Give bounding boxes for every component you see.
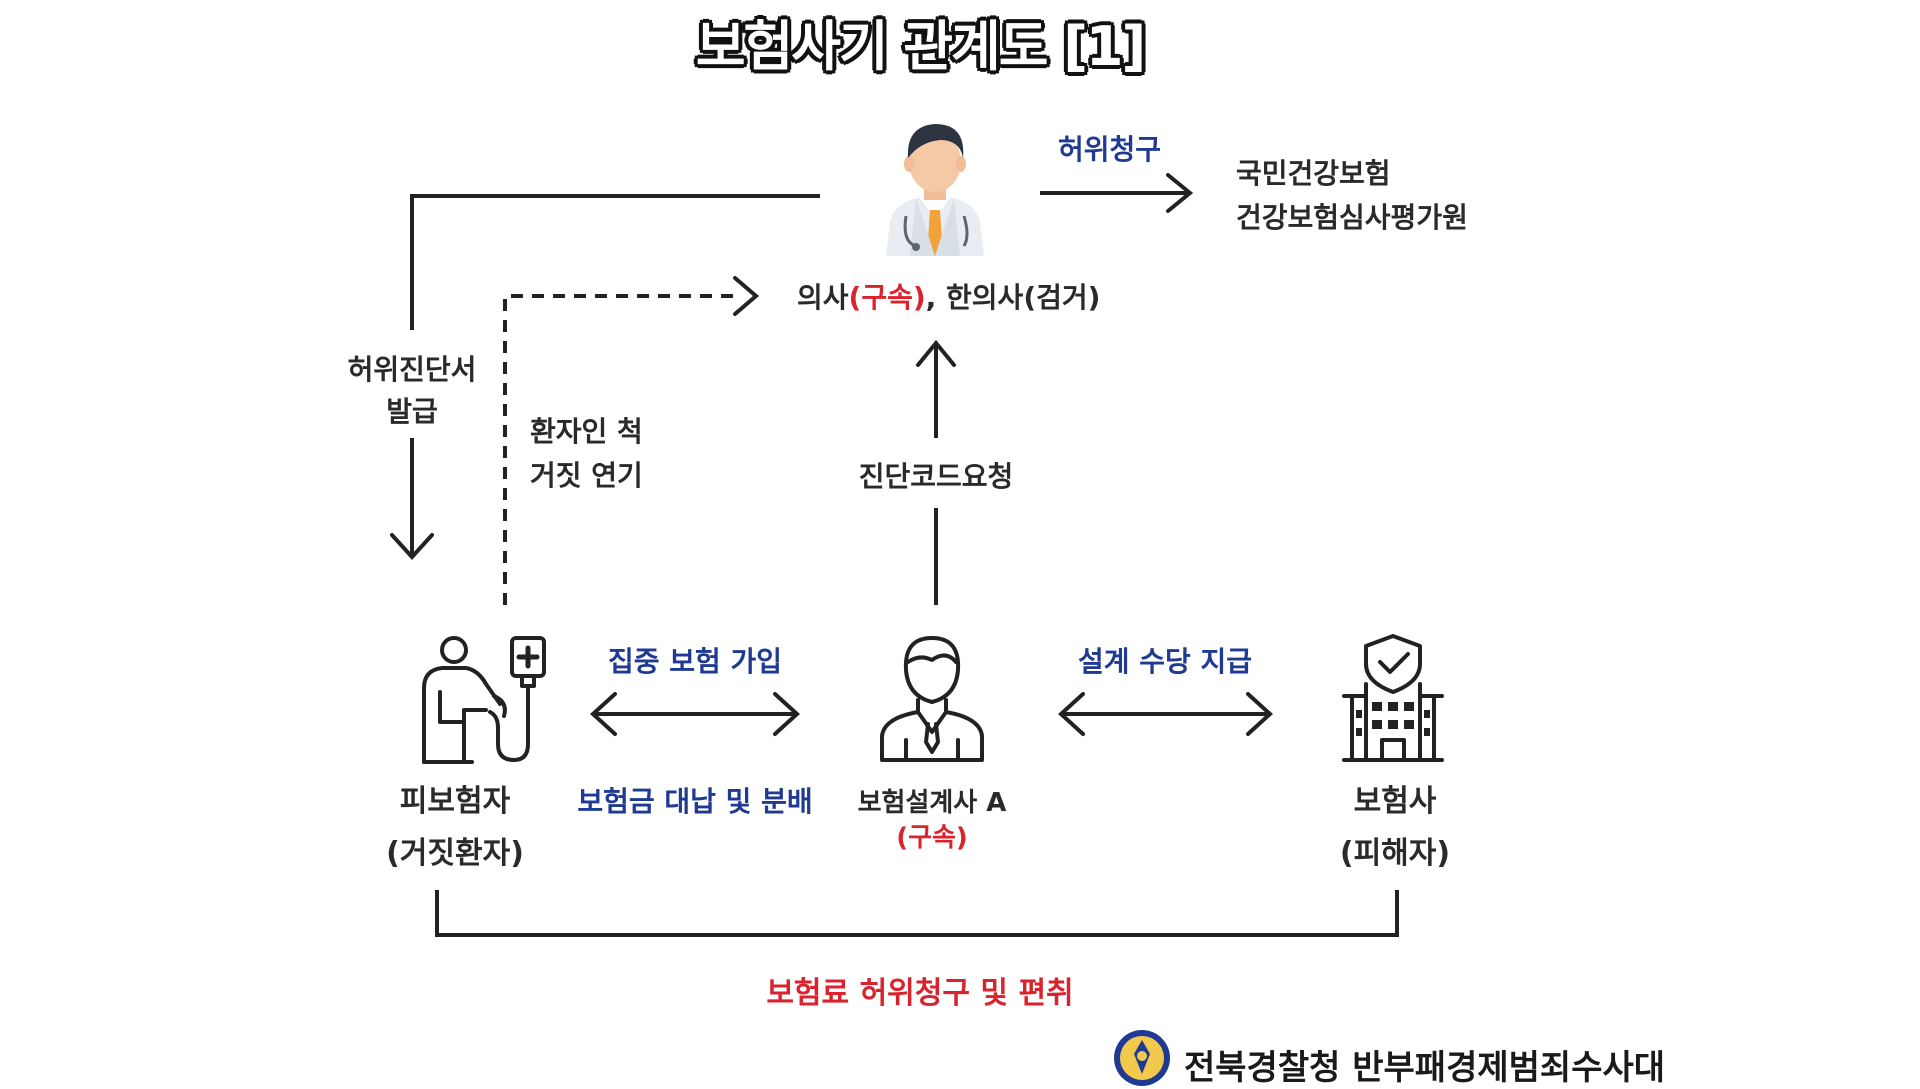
fake-diagnosis-arrowhead (390, 533, 434, 560)
insured-line1: 피보험자 (399, 784, 511, 819)
false-claim-target-nhis: 국민건강보험 (1236, 157, 1391, 190)
planner-arrested-tag: (구속) (896, 823, 968, 853)
patient-iv-icon (422, 636, 546, 764)
insurer-line1: 보험사 (1353, 784, 1437, 819)
false-claim-label: 허위청구 (1058, 133, 1162, 166)
police-emblem-icon (1114, 1030, 1170, 1086)
fake-act-line1: 환자인 척 (530, 415, 643, 448)
fake-act-dashed-line (503, 294, 740, 605)
false-claim-target-hira: 건강보험심사평가원 (1236, 201, 1468, 234)
fake-diagnosis-label: 허위진단서 발급 (330, 348, 494, 430)
footer-organization: 전북경찰청 반부패경제범죄수사대 (1184, 1048, 1666, 1088)
planner-label: 보험설계사 A (구속) (826, 782, 1038, 854)
insured-planner-top-label: 집중 보험 가입 (607, 645, 783, 678)
fake-diagnosis-line1: 허위진단서 (347, 353, 477, 386)
doctor-label: 의사(구속), 한의사(검거) (797, 276, 1100, 316)
bottom-bracket (435, 890, 1399, 937)
fake-act-line2: 거짓 연기 (530, 459, 643, 492)
doctor-label-suffix: , 한의사(검거) (925, 281, 1101, 314)
doctor-arrested-tag: (구속) (848, 281, 926, 314)
fake-diagnosis-line (410, 194, 820, 330)
insurer-label: 보험사 (피해자) (1310, 776, 1480, 872)
insured-line2: (거짓환자) (386, 836, 524, 871)
diagnosis-code-request-label: 진단코드요청 (858, 460, 1014, 493)
insured-planner-bottom-label: 보험금 대납 및 분배 (577, 785, 813, 818)
insurer-line2: (피해자) (1339, 836, 1451, 871)
fake-act-label: 환자인 척 거짓 연기 (530, 410, 643, 494)
doctor-icon (886, 124, 984, 256)
insurance-building-icon (1342, 634, 1444, 762)
fake-act-arrowhead (733, 276, 760, 316)
insured-label: 피보험자 (거짓환자) (370, 776, 540, 872)
bottom-bracket-label: 보험료 허위청구 및 편취 (766, 976, 1074, 1011)
diagram-title: 보험사기 관계도 [1] (695, 15, 1146, 78)
doctor-label-prefix: 의사 (797, 281, 849, 314)
businessman-icon (880, 636, 984, 762)
fake-diagnosis-line2: 발급 (386, 395, 438, 428)
planner-insurer-top-label: 설계 수당 지급 (1077, 645, 1253, 678)
planner-line1: 보험설계사 A (857, 788, 1007, 818)
